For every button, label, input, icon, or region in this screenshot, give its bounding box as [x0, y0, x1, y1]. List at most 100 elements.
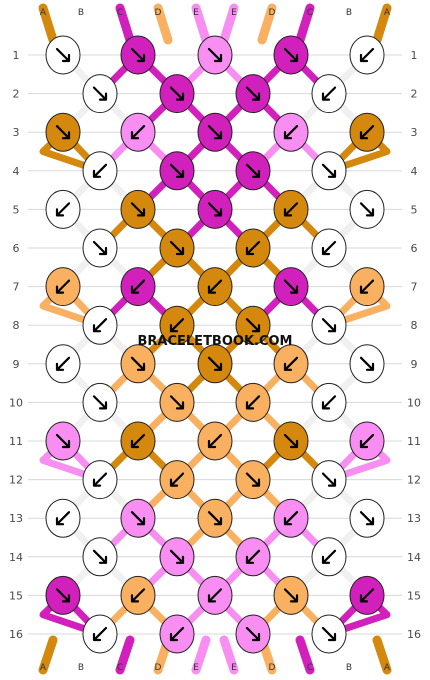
knot	[120, 112, 156, 152]
strand-letter-top: B	[346, 8, 352, 18]
arrow-down-right-icon	[359, 356, 375, 371]
row-label-left: 6	[13, 242, 20, 255]
arrow-down-right-icon	[169, 86, 185, 101]
row-label-left: 5	[13, 203, 20, 216]
knot	[159, 460, 195, 500]
knot	[45, 112, 81, 152]
row-label-left: 3	[13, 126, 20, 139]
arrow-down-right-icon	[92, 549, 108, 564]
row-label-left: 7	[13, 281, 20, 294]
knot	[159, 151, 195, 191]
top-thread	[115, 3, 135, 45]
row-label-left: 10	[9, 396, 23, 409]
row-label-left: 4	[13, 165, 20, 178]
knot	[120, 421, 156, 461]
arrow-down-left-icon	[321, 549, 337, 564]
row-label-right: 10	[407, 396, 421, 409]
arrow-down-right-icon	[321, 472, 337, 487]
arrow-down-left-icon	[207, 433, 223, 449]
knot	[197, 575, 233, 615]
top-thread	[372, 3, 392, 45]
bottom-thread	[372, 635, 392, 675]
strand-letter-bottom: B	[78, 663, 84, 673]
strand-letter-top: E	[231, 8, 237, 18]
arrow-down-left-icon	[130, 588, 146, 603]
strand-letter-top: C	[117, 8, 123, 18]
knot	[311, 305, 347, 345]
watermark: BRACELETBOOK.COM	[138, 334, 293, 349]
strand-letter-bottom: D	[269, 663, 276, 673]
knot	[349, 267, 385, 307]
knot	[45, 421, 81, 461]
arrow-down-left-icon	[245, 549, 261, 564]
knot	[349, 498, 385, 538]
arrow-down-left-icon	[92, 163, 108, 178]
knot	[197, 421, 233, 461]
row-label-left: 16	[9, 628, 23, 641]
knot	[273, 421, 309, 461]
arrow-down-left-icon	[130, 433, 146, 449]
arrow-down-right-icon	[169, 240, 185, 256]
bottom-thread	[295, 635, 315, 675]
arrow-down-left-icon	[359, 47, 375, 63]
knot	[120, 344, 156, 384]
arrow-down-left-icon	[245, 240, 261, 256]
knot	[197, 344, 233, 384]
strand-letter-bottom: A	[384, 663, 391, 673]
knot	[120, 189, 156, 229]
bottom-thread	[219, 635, 239, 675]
arrow-down-right-icon	[130, 511, 146, 526]
top-thread	[334, 3, 354, 45]
knot	[235, 382, 271, 422]
top-thread	[295, 3, 315, 45]
knot	[311, 74, 347, 114]
row-label-left: 9	[13, 358, 20, 371]
knot	[235, 305, 271, 345]
arrow-down-left-icon	[283, 356, 299, 371]
knot	[349, 344, 385, 384]
knot	[235, 228, 271, 268]
knot	[159, 382, 195, 422]
arrow-down-left-icon	[55, 279, 71, 294]
knot	[273, 344, 309, 384]
row-label-left: 8	[13, 319, 20, 332]
arrow-down-right-icon	[92, 395, 108, 410]
arrow-down-right-icon	[359, 511, 375, 526]
knot	[311, 537, 347, 577]
strand-letter-bottom: C	[117, 663, 123, 673]
knot	[273, 267, 309, 307]
arrow-down-right-icon	[169, 549, 185, 564]
row-label-right: 6	[411, 242, 418, 255]
arrow-down-right-icon	[283, 588, 299, 603]
knot	[235, 614, 271, 654]
row-label-left: 11	[9, 435, 23, 448]
knot	[349, 35, 385, 75]
strand-letter-top: D	[155, 8, 162, 18]
row-label-right: 14	[407, 551, 421, 564]
knot	[349, 112, 385, 152]
arrow-down-right-icon	[169, 395, 185, 410]
bottom-thread	[191, 635, 211, 675]
arrow-down-right-icon	[130, 47, 146, 63]
row-label-right: 7	[411, 281, 418, 294]
strand-letter-bottom: A	[40, 663, 47, 673]
arrow-down-left-icon	[55, 511, 71, 526]
knot	[120, 35, 156, 75]
arrow-down-left-icon	[92, 318, 108, 333]
knot	[120, 267, 156, 307]
top-thread	[153, 3, 173, 45]
arrow-down-right-icon	[283, 433, 299, 449]
top-thread	[76, 3, 96, 45]
knot	[159, 74, 195, 114]
knot-grid	[45, 35, 385, 654]
row-label-right: 4	[411, 165, 418, 178]
arrow-down-right-icon	[92, 240, 108, 256]
knot	[45, 575, 81, 615]
arrow-down-left-icon	[92, 472, 108, 487]
arrow-down-right-icon	[321, 318, 337, 333]
arrow-down-left-icon	[92, 626, 108, 642]
